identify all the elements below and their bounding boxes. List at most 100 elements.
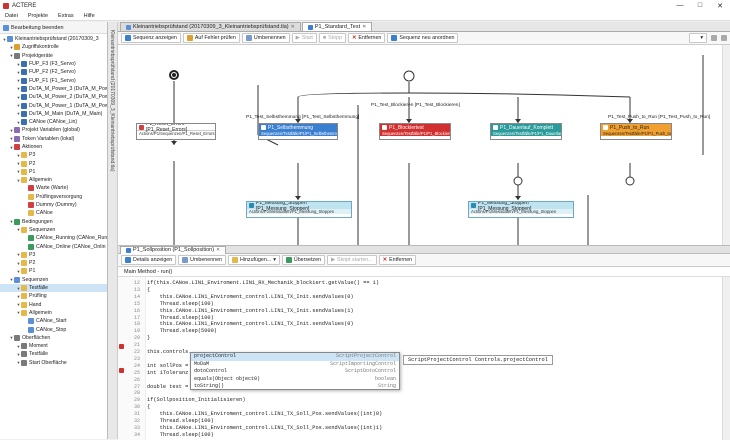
expand-arrow-icon[interactable]: ▼ <box>16 252 21 258</box>
code-line[interactable]: this.controls. <box>147 349 192 355</box>
tree-item[interactable]: Dummy (Dummy) <box>0 201 107 209</box>
expand-arrow-icon[interactable]: ▼ <box>16 78 21 84</box>
tree-item[interactable]: ▼P2 <box>0 159 107 167</box>
code-line[interactable]: this.CANoe.LIN1_Enviroment_control.LIN1_… <box>147 321 354 328</box>
flow-node-dauerlauf[interactable]: P1_Dauerlauf_Komplett Sequenzen/Testfäll… <box>490 123 562 140</box>
code-line[interactable]: Thread.sleep(100) <box>147 418 214 424</box>
translate-button[interactable]: Übersetzen <box>281 255 325 265</box>
tree-item[interactable]: ▼Prüfling <box>0 292 107 300</box>
expand-arrow-icon[interactable]: ▼ <box>9 219 14 225</box>
tree-item[interactable]: ▼DuTA_M_Power_1 (DuTA_M_Pow <box>0 101 107 109</box>
tree-item[interactable]: ▼Start Oberfläche <box>0 359 107 367</box>
close-tab-icon[interactable]: ✕ <box>290 24 295 30</box>
code-line[interactable]: } <box>147 335 151 342</box>
code-line[interactable]: if(Sollposition_Initialisieren) <box>147 397 246 404</box>
flow-node-selbsthemmung[interactable]: P1_Selbsthemmung Sequenzen/Testfälle/P1/… <box>258 123 338 140</box>
expand-arrow-icon[interactable]: ▼ <box>9 53 14 59</box>
expand-arrow-icon[interactable]: ▼ <box>16 343 21 349</box>
expand-arrow-icon[interactable]: ▼ <box>2 36 7 42</box>
show-sequence-button[interactable]: Sequenz anzeigen <box>121 33 181 43</box>
expand-arrow-icon[interactable]: ▼ <box>9 144 14 150</box>
start-button[interactable]: ▶Start <box>291 33 317 43</box>
script-rename-button[interactable]: Umbenennen <box>178 255 226 265</box>
method-tab[interactable]: Main Method - run() <box>118 267 730 277</box>
tree-item[interactable]: Prüflingsversorgung <box>0 193 107 201</box>
expand-arrow-icon[interactable]: ▼ <box>9 136 14 142</box>
expand-arrow-icon[interactable]: ▼ <box>16 302 21 308</box>
tab-sollposition[interactable]: P1_Sollposition (P1_Sollposition) ✕ <box>120 245 227 254</box>
grid-icon[interactable] <box>721 35 727 41</box>
rename-button[interactable]: Umbenennen <box>241 33 290 43</box>
expand-arrow-icon[interactable]: ▼ <box>9 335 14 341</box>
expand-arrow-icon[interactable]: ▼ <box>16 169 21 175</box>
expand-arrow-icon[interactable]: ▼ <box>16 310 21 316</box>
tree-item[interactable]: ▼Zugriffskontrolle <box>0 43 107 51</box>
editor-scrollbar[interactable] <box>722 277 730 440</box>
tree-item[interactable]: ▼FUP_F3 (F3_Servo) <box>0 60 107 68</box>
expand-arrow-icon[interactable]: ▼ <box>16 227 21 233</box>
sequence-canvas[interactable]: P1_Test_Selbsthemmung [P1_Test_Selbsthem… <box>118 45 730 245</box>
expand-arrow-icon[interactable]: ▼ <box>16 268 21 274</box>
autocomplete-item[interactable]: toString()String <box>191 383 399 391</box>
close-button[interactable]: ✕ <box>717 2 723 10</box>
script-remove-button[interactable]: ✕Entfernen <box>378 255 417 265</box>
tree-item[interactable]: ▼Allgemein <box>0 309 107 317</box>
tree-item[interactable]: ▼Hand <box>0 301 107 309</box>
expand-arrow-icon[interactable]: ▼ <box>16 285 21 291</box>
flow-node-push-to-run[interactable]: P1_Push_to_Run Sequenzen/Testfälle/P1/P1… <box>600 123 672 140</box>
expand-arrow-icon[interactable]: ▼ <box>16 119 21 125</box>
code-line[interactable]: this.CANoe.LIN1_Enviroment_control.LIN1_… <box>147 411 383 418</box>
tree-item[interactable]: ▼DuTA_M_Main (DuTA_M_Main) <box>0 110 107 118</box>
code-line[interactable]: { <box>147 404 151 411</box>
code-line[interactable]: int sollPos = <box>147 362 189 369</box>
tree-item[interactable]: ▼DuTA_M_Power_2 (DuTA_M_Pow <box>0 93 107 101</box>
vertical-project-tab[interactable]: Kleinantriebsprüfstand (20170309_3_Klein… <box>108 22 118 439</box>
tree-item[interactable]: CANoe_Online (CANoe_Onlin <box>0 242 107 250</box>
tab-project[interactable]: Kleinantriebsprüfstand (20170309_3_Klein… <box>120 22 301 31</box>
maximize-button[interactable]: □ <box>697 2 703 9</box>
menu-datei[interactable]: Datei <box>5 12 18 19</box>
code-line[interactable]: Thread.sleep(100) <box>147 431 214 438</box>
details-button[interactable]: Details anzeigen <box>121 255 177 265</box>
tree-item[interactable]: ▼P1 <box>0 267 107 275</box>
zoom-dropdown[interactable]: ▾ <box>689 33 707 43</box>
close-tab-icon[interactable]: ✕ <box>362 24 367 30</box>
tree-item[interactable]: ▼P1 <box>0 168 107 176</box>
flow-node-messung-stoppen-2[interactable]: P1_Messung_Stoppen [P1_Messung_Stoppen] … <box>468 201 574 218</box>
stop-button[interactable]: ■Stopp <box>318 33 346 43</box>
tree-item[interactable]: ▼P3 <box>0 251 107 259</box>
start-script-button[interactable]: ▶Skript starten... <box>326 255 377 265</box>
expand-arrow-icon[interactable]: ▼ <box>16 103 21 109</box>
tree-item[interactable]: CANoe_Start <box>0 317 107 325</box>
tree-item[interactable]: ▼Kleinantriebsprüfstand (20170309_3 <box>0 35 107 43</box>
expand-arrow-icon[interactable]: ▼ <box>16 86 21 92</box>
expand-arrow-icon[interactable]: ▼ <box>16 177 21 183</box>
expand-arrow-icon[interactable]: ▼ <box>9 277 14 283</box>
tree-item[interactable]: CANoe_Running (CANoe_Run <box>0 234 107 242</box>
expand-arrow-icon[interactable]: ▼ <box>16 293 21 299</box>
flow-node-messung-stoppen-1[interactable]: P1_Messung_Stoppen [P1_Messung_Stoppen] … <box>246 201 352 218</box>
code-line[interactable]: Thread.sleep(5000) <box>147 328 217 335</box>
tree-item[interactable]: ▼P3 <box>0 151 107 159</box>
check-errors-button[interactable]: Auf Fehler prüfen <box>182 33 240 43</box>
tab-sequence[interactable]: P1_Standard_Test ✕ <box>301 22 373 31</box>
tree-item[interactable]: ▼CANoe (CANoe_Lin) <box>0 118 107 126</box>
menu-projekte[interactable]: Projekte <box>27 12 49 19</box>
expand-arrow-icon[interactable]: ▼ <box>16 161 21 167</box>
menu-hilfe[interactable]: Hilfe <box>83 12 95 19</box>
tree-item[interactable]: ▼Aktionen <box>0 143 107 151</box>
tree-item[interactable]: ▼Projekt Variablen (global) <box>0 126 107 134</box>
tree-item[interactable]: ▼Sequenzen <box>0 226 107 234</box>
tree-item[interactable]: ▼FUP_F1 (F1_Servo) <box>0 76 107 84</box>
code-line[interactable]: if(this.CANoe.LIN1_Enviroment.LIN1_RX_Me… <box>147 280 380 286</box>
code-line[interactable]: int iToleranz <box>147 369 189 376</box>
code-line[interactable]: this.CANoe.LIN1_Enviroment_control.LIN1_… <box>147 307 354 314</box>
tree-item[interactable]: Warte (Warte) <box>0 184 107 192</box>
edit-mode-button[interactable]: Bearbeitung beenden <box>3 24 64 31</box>
tree-item[interactable]: ▼Bedingungen <box>0 218 107 226</box>
